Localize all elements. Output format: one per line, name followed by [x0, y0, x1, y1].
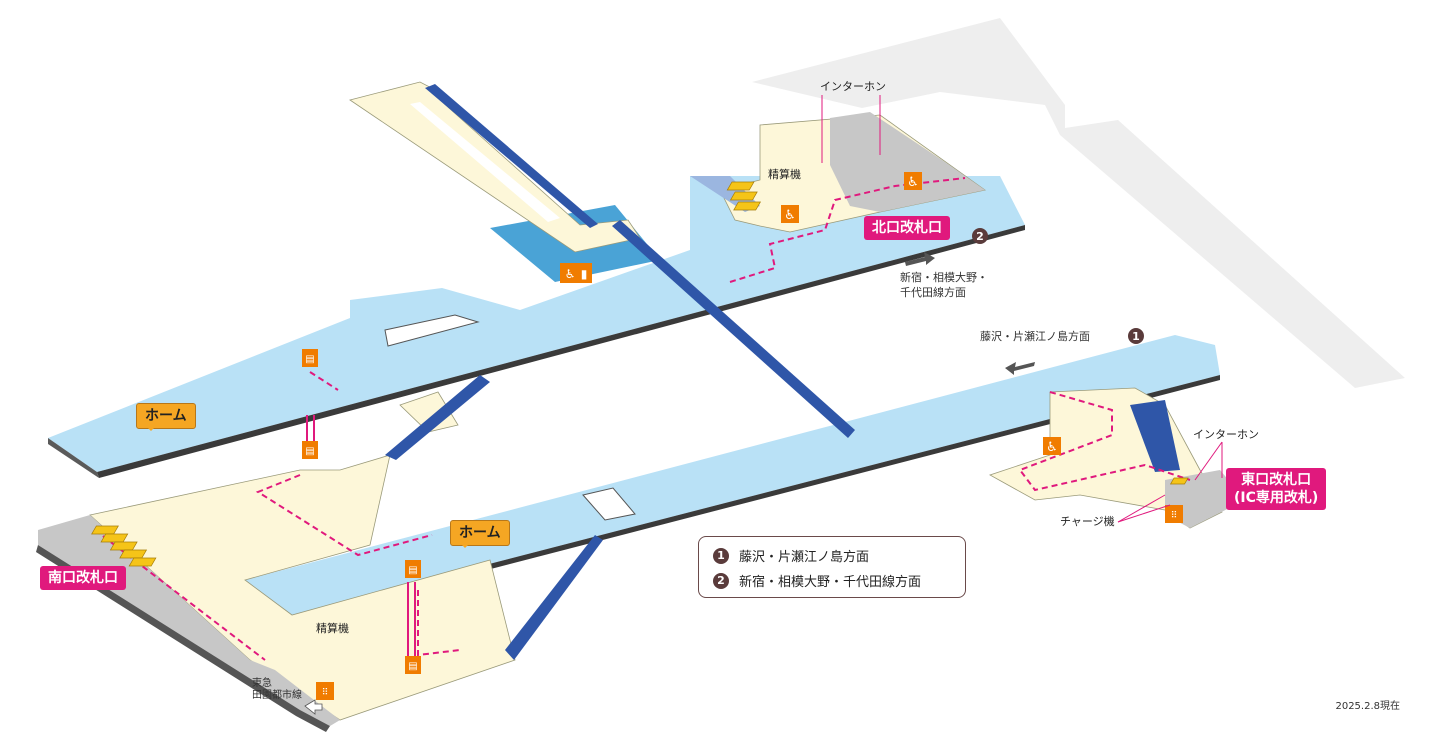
- tactile-map-icon: ⠿: [316, 682, 334, 700]
- svg-text:▤: ▤: [408, 565, 417, 576]
- north-gate-tag: 北口改札口: [864, 216, 950, 240]
- svg-text:▤: ▤: [305, 354, 314, 365]
- legend-row: 1 藤沢・片瀬江ノ島方面: [713, 543, 951, 568]
- direction-number-badge: 1: [1128, 328, 1144, 344]
- east-gate-line1: 東口改札口: [1241, 472, 1312, 488]
- elevator-icon: ▤: [302, 441, 318, 459]
- lower-platform-tag: ホーム: [450, 520, 510, 548]
- fare-adjustment-label-south: 精算機: [316, 622, 349, 635]
- tactile-map-icon: ⠿: [1165, 505, 1183, 523]
- direction-legend: 1 藤沢・片瀬江ノ島方面 2 新宿・相模大野・千代田線方面: [698, 536, 966, 598]
- south-gate-tag: 南口改札口: [40, 566, 126, 590]
- svg-text:♿: ♿: [565, 267, 576, 281]
- north-direction-number: 2: [972, 228, 988, 244]
- ticket-gates: [91, 181, 1189, 567]
- elevator-icon: ▤: [405, 560, 421, 578]
- charge-machine-label: チャージ機: [1060, 515, 1115, 528]
- legend-number-badge: 2: [713, 572, 729, 589]
- wheelchair-icon: ♿: [904, 172, 922, 190]
- north-direction-label: 新宿・相模大野・ 千代田線方面: [900, 270, 988, 300]
- stairs: [385, 84, 1180, 660]
- svg-text:⠿: ⠿: [322, 687, 329, 698]
- leader-lines: [821, 95, 1223, 523]
- east-direction-number: 1: [1128, 328, 1144, 344]
- north-direction-line1: 新宿・相模大野・: [900, 271, 988, 284]
- east-direction-text: 藤沢・片瀬江ノ島方面: [980, 330, 1090, 343]
- svg-text:♿: ♿: [784, 208, 796, 223]
- svg-text:⠿: ⠿: [1171, 510, 1178, 521]
- upper-concourse: [349, 81, 986, 253]
- svg-text:▤: ▤: [408, 661, 417, 672]
- svg-text:▮: ▮: [581, 267, 588, 281]
- east-gate-line2: (IC専用改札): [1234, 490, 1319, 506]
- direction-arrow-east: [1005, 362, 1035, 375]
- east-direction-label: 藤沢・片瀬江ノ島方面: [980, 328, 1090, 344]
- wheelchair-icon: ♿: [1043, 437, 1061, 455]
- upper-platform-tag: ホーム: [136, 403, 196, 431]
- intercom-label-east: インターホン: [1193, 428, 1259, 441]
- tokyu-line-1: 東急: [252, 678, 272, 689]
- tokyu-line-2: 田園都市線: [252, 690, 302, 701]
- legend-number-badge: 1: [713, 547, 729, 564]
- intercom-label-north: インターホン: [820, 80, 886, 93]
- update-date: 2025.2.8現在: [1335, 701, 1400, 712]
- elevator-icon: ♿ ▮: [560, 263, 592, 283]
- elevator-icon: ▤: [405, 656, 421, 674]
- wheelchair-icon: ♿: [781, 205, 799, 223]
- legend-text: 藤沢・片瀬江ノ島方面: [739, 550, 870, 565]
- elevator-shafts: [306, 415, 416, 658]
- direction-arrow-north: [905, 252, 935, 266]
- svg-text:▤: ▤: [305, 446, 314, 457]
- svg-text:♿: ♿: [1046, 440, 1058, 455]
- east-gate-tag: 東口改札口 (IC専用改札): [1226, 468, 1327, 510]
- fare-adjustment-label-north: 精算機: [768, 168, 801, 181]
- north-direction-line2: 千代田線方面: [900, 286, 966, 299]
- direction-number-badge: 2: [972, 228, 988, 244]
- svg-text:♿: ♿: [907, 175, 919, 190]
- tokyu-line-label: 東急 田園都市線: [252, 678, 302, 702]
- direction-arrow-tokyu: [304, 699, 323, 715]
- elevator-icon: ▤: [302, 349, 318, 367]
- legend-text: 新宿・相模大野・千代田線方面: [739, 575, 922, 590]
- legend-row: 2 新宿・相模大野・千代田線方面: [713, 568, 951, 593]
- outside-area: [752, 18, 1405, 388]
